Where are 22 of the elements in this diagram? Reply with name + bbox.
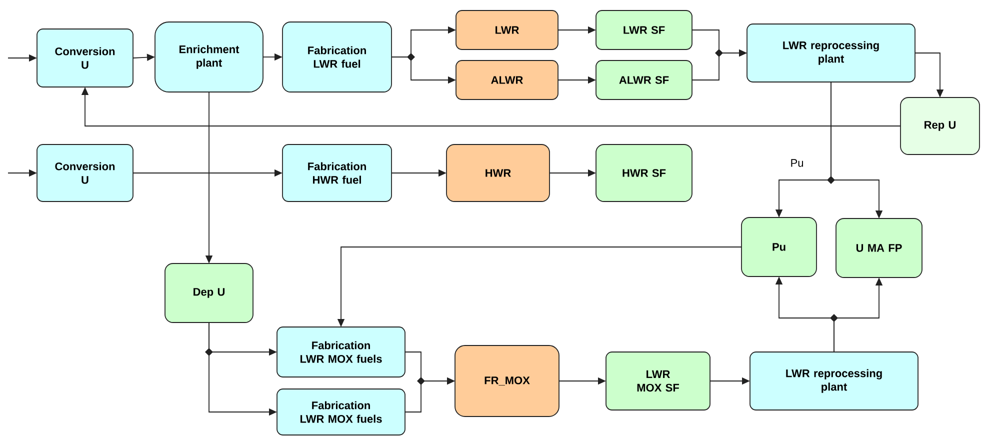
process-box: Fabrication LWR fuel [282, 22, 392, 92]
material-box: Pu [741, 217, 817, 277]
process-box: Enrichment plant [154, 22, 264, 92]
process-box: Fabrication LWR MOX fuels [276, 388, 406, 436]
process-box: Conversion U [36, 144, 134, 202]
process-box: LWR reprocessing plant [746, 24, 916, 82]
material-box: U MA FP [836, 218, 922, 278]
process-box: Fabrication LWR MOX fuels [276, 326, 406, 378]
material-box: Rep U [900, 97, 980, 155]
reactor-box: LWR [456, 10, 558, 50]
process-box: Fabrication HWR fuel [282, 144, 392, 202]
material-box: LWR SF [596, 10, 692, 50]
process-box: LWR reprocessing plant [750, 352, 918, 410]
reactor-box: FR_MOX [454, 345, 560, 417]
reactor-box: HWR [446, 144, 550, 202]
material-box: Dep U [164, 263, 254, 323]
material-box: HWR SF [596, 144, 692, 202]
material-box: LWR MOX SF [606, 352, 710, 410]
material-box: ALWR SF [596, 60, 692, 100]
reactor-box: ALWR [456, 60, 558, 100]
edge-label: Pu [789, 158, 805, 168]
process-box: Conversion U [36, 28, 134, 88]
